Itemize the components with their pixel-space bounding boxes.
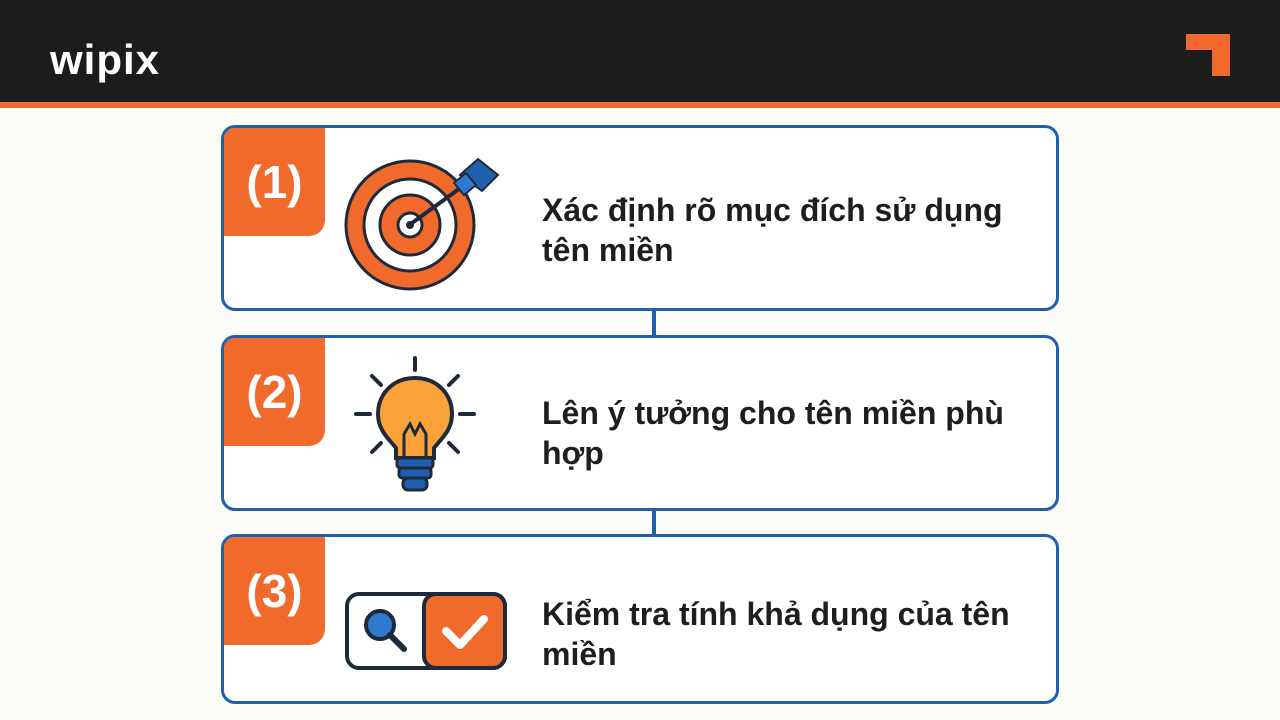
search-check-icon	[345, 592, 507, 670]
step-card-3: (3) Kiểm tra tính khả dụng của tên miền	[221, 534, 1059, 704]
step-card-2: (2) Lên ý tưởng cho tên miền phù hợp	[221, 335, 1059, 511]
wipix-logo: wipix	[50, 36, 161, 83]
step-number-badge: (3)	[224, 537, 325, 645]
lightbulb-icon	[354, 356, 476, 492]
connector-line-1	[652, 309, 656, 337]
step-number-badge: (1)	[224, 128, 325, 236]
connector-line-2	[652, 508, 656, 536]
step-card-1: (1) Xác định rõ mục đích sử dụng tên miề…	[221, 125, 1059, 311]
target-arrow-icon	[344, 157, 500, 291]
corner-arrow-icon	[1186, 34, 1230, 76]
step-number-badge: (2)	[224, 338, 325, 446]
step-text: Xác định rõ mục đích sử dụng tên miền	[542, 192, 1003, 268]
step-text: Kiểm tra tính khả dụng của tên miền	[542, 596, 1010, 672]
header-bar: wipix	[0, 0, 1280, 108]
step-text: Lên ý tưởng cho tên miền phù hợp	[542, 395, 1004, 471]
